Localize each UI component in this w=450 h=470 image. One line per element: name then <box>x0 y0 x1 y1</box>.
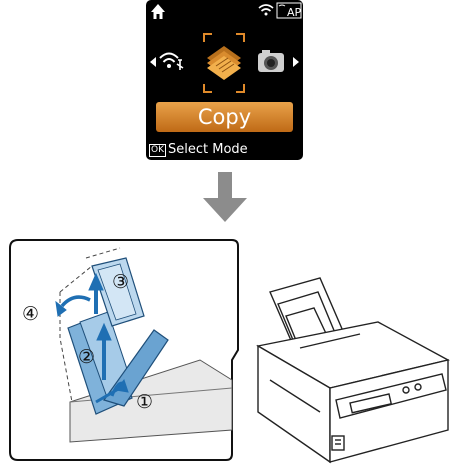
step-1-label: ① <box>136 391 153 413</box>
lcd-status-bar: AP <box>151 2 302 19</box>
lcd-screen: AP <box>146 0 303 160</box>
movement-arrows <box>55 272 129 404</box>
selection-frame <box>203 33 245 93</box>
wifi-setup-icon <box>159 52 184 70</box>
ap-badge-text: AP <box>287 6 302 19</box>
flow-arrow <box>203 172 247 222</box>
access-point-icon: AP <box>276 2 302 19</box>
home-icon <box>151 4 165 19</box>
printer-illustration <box>256 277 450 464</box>
mode-label: Copy <box>197 105 252 129</box>
hint-text: Select Mode <box>168 142 248 157</box>
copy-icon <box>207 46 241 80</box>
wifi-icon <box>258 4 274 16</box>
step-3-label: ③ <box>112 271 129 293</box>
mode-carousel <box>150 33 299 93</box>
step-2-label: ② <box>78 346 95 368</box>
ok-badge: OK <box>149 144 166 157</box>
step-4-label: ④ <box>22 303 39 325</box>
left-arrow-icon[interactable] <box>150 57 156 67</box>
right-arrow-icon[interactable] <box>293 57 299 67</box>
mode-label-bar[interactable]: Copy <box>156 102 293 132</box>
camera-icon <box>258 50 284 72</box>
paper-support-illustration: ① ② ③ ④ <box>9 239 450 464</box>
